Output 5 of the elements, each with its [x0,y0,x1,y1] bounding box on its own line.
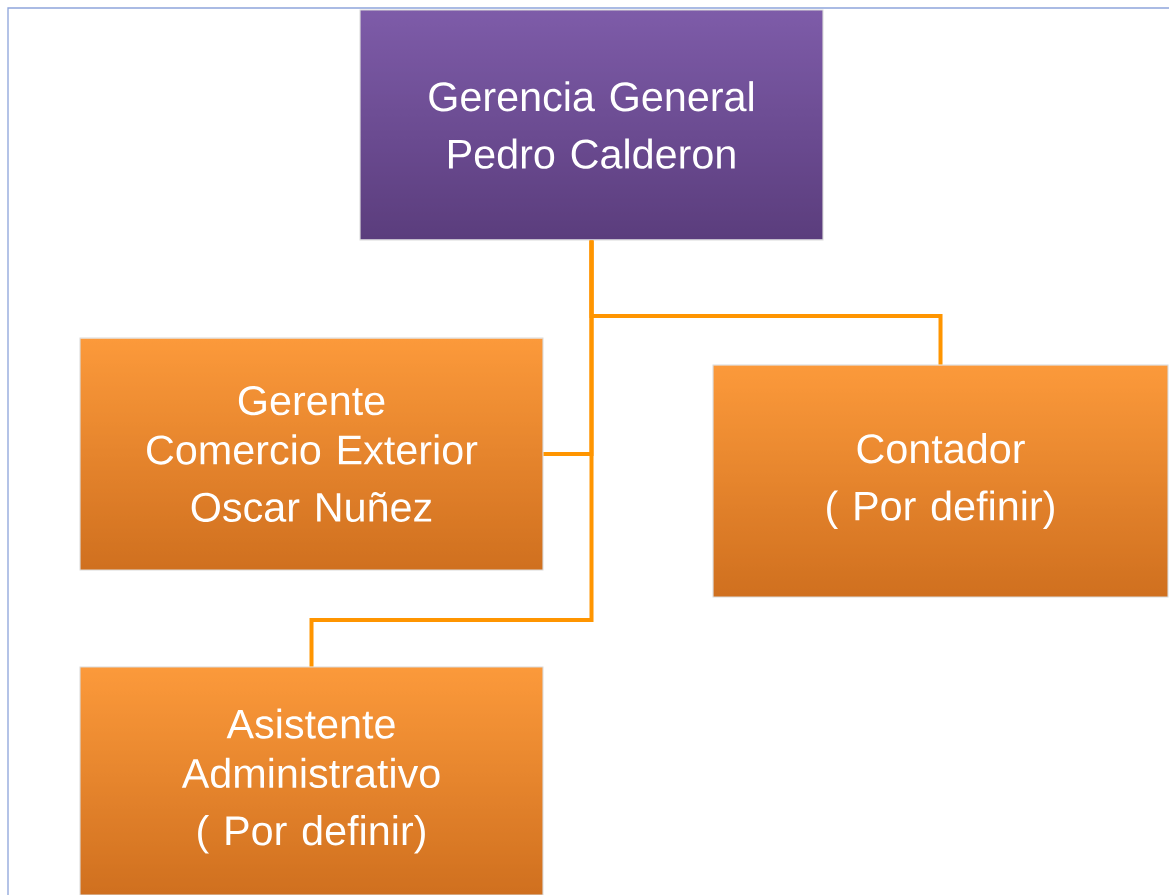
connector-line [309,240,594,667]
org-box: Contador ( Por definir) [712,364,1169,598]
org-box: Gerencia General Pedro Calderon [359,9,824,241]
org-box: Gerente Comercio Exterior Oscar Nuñez [79,337,544,571]
org-box: Asistente Administrativo ( Por definir) [79,666,544,895]
